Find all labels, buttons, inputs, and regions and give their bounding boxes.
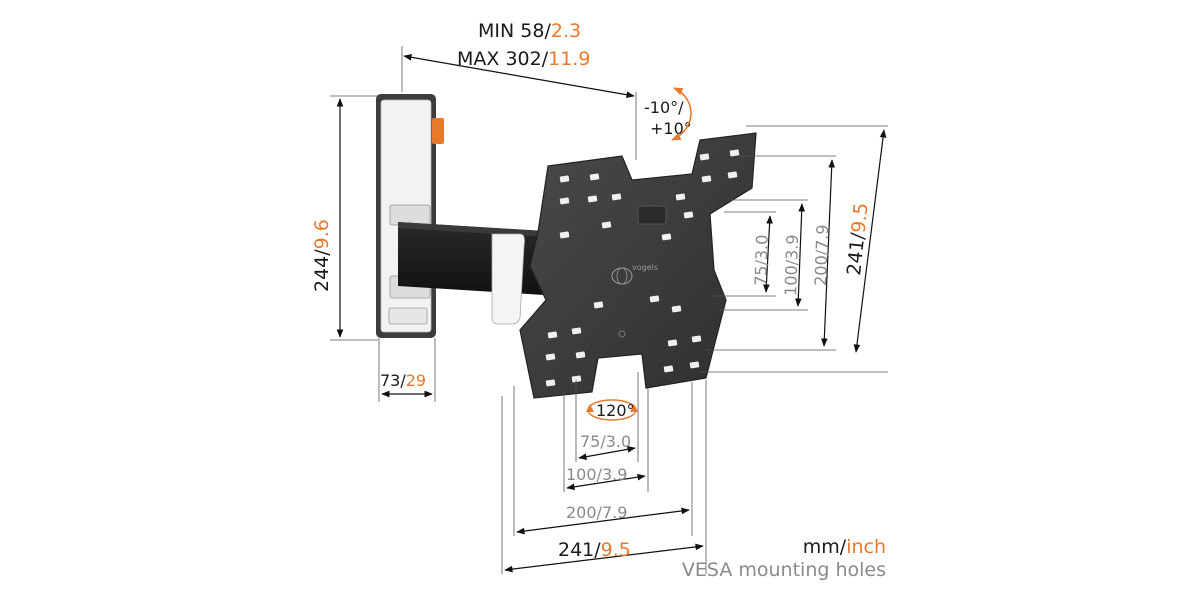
- h-dim-200-label: 200/7.9: [566, 503, 627, 522]
- brand-logo: vogels: [611, 263, 658, 285]
- top-dim-max-label: MAX 302/11.9: [457, 48, 590, 70]
- tilt-indicator: -10°/ +10°: [644, 87, 692, 141]
- vertical-vesa-dims: 75/3.0 100/3.9 200/7.9 241/9.5: [700, 125, 888, 373]
- v-dim-75-label: 75/3.0: [751, 234, 772, 286]
- swivel-label: 120°: [596, 401, 635, 420]
- h-dim-241-label: 241/9.5: [558, 539, 631, 561]
- top-dimension: MIN 58/2.3 MAX 302/11.9: [401, 20, 637, 160]
- tilt-arrow-icon: [671, 87, 692, 141]
- swivel-arrow-right-icon: [630, 404, 638, 412]
- horizontal-vesa-dims: 75/3.0 100/3.9 200/7.9 241/9.5: [501, 372, 707, 574]
- h-dim-75-label: 75/3.0: [580, 432, 631, 451]
- depth-dimension: 73/29: [378, 338, 436, 402]
- v-dim-100-label: 100/3.9: [781, 234, 802, 296]
- h-dim-100-label: 100/3.9: [566, 465, 627, 484]
- v-dim-241-label: 241/9.5: [843, 202, 872, 277]
- units-label: mm/inch: [803, 536, 886, 558]
- vesa-holes: [545, 149, 740, 387]
- arm-white-bracket: [491, 233, 525, 325]
- vesa-legend-label: VESA mounting holes: [682, 559, 886, 581]
- height-dimension: 244/9.6: [311, 95, 378, 341]
- swivel-indicator: 120°: [586, 399, 638, 421]
- depth-dim-label: 73/29: [380, 371, 426, 390]
- svg-text:vogels: vogels: [632, 263, 658, 272]
- swivel-arrow-left-icon: [586, 404, 594, 412]
- tv-plate: vogels: [519, 132, 757, 399]
- top-dim-min-label: MIN 58/2.3: [478, 20, 581, 42]
- swivel-arm: [398, 222, 560, 325]
- legend: mm/inch VESA mounting holes: [682, 536, 886, 581]
- tilt-minus-label: -10°/: [644, 98, 684, 117]
- wall-plate: [376, 94, 444, 338]
- wall-plate-lock-tab: [432, 118, 444, 144]
- v-dim-200-label: 200/7.9: [811, 224, 832, 286]
- height-dim-label: 244/9.6: [311, 219, 333, 292]
